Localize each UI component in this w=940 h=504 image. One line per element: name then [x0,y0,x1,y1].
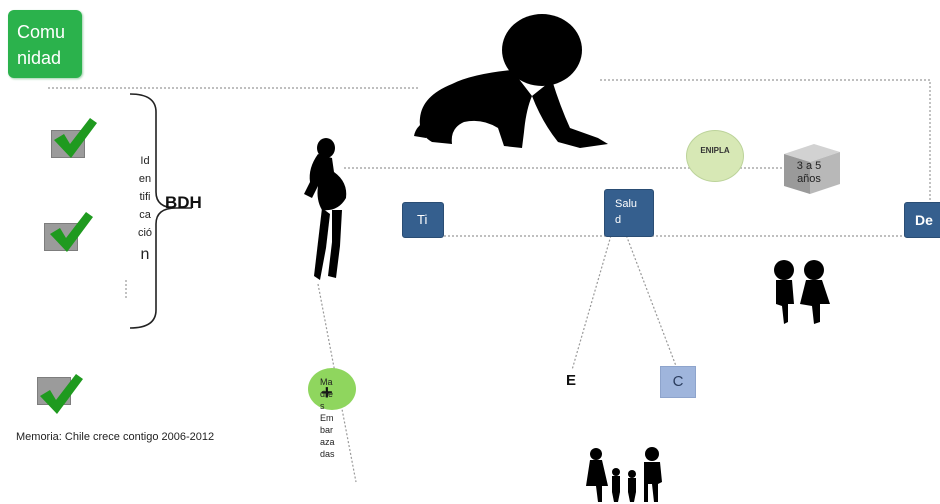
madres-line: dre [320,389,334,399]
checkmark-icon [54,118,97,158]
bdh-label: BDH [165,193,202,212]
family-silhouette [586,447,662,502]
baby-crawling-silhouette [414,14,608,148]
caption-memoria: Memoria: Chile crece contigo 2006-2012 [16,431,215,443]
gray-cube [784,144,840,194]
checkmark-icon [50,212,93,252]
enipla-node[interactable]: ENIPLA [686,130,744,182]
comunidad-label-2: nidad [17,48,62,68]
age-range-label: 3 a 5 años [784,160,834,186]
salud-node[interactable]: Salu d [604,189,654,237]
age-range-line: años [797,173,821,185]
madres-line: s [320,401,325,411]
madres-line: Ma [320,377,333,387]
children-couple-silhouette [774,260,830,324]
madres-embarazadas-node[interactable] [308,368,356,410]
age-range-line: 3 a 5 [796,160,822,172]
salud-line: d [615,214,622,226]
identificacion-label: Id en tifi ca ció n [134,152,156,264]
ident-line: ca [139,209,151,221]
ti-node[interactable]: Ti [402,202,444,238]
brace-bracket [129,93,192,329]
madres-line: bar [320,425,334,435]
ident-line: n [140,246,150,263]
ident-line: en [138,173,152,185]
de-node[interactable]: De [904,202,940,238]
pregnant-woman-silhouette [304,138,347,280]
comunidad-box[interactable]: Comu nidad [8,10,82,78]
plus-icon: + [321,382,333,404]
salud-line: Salu [615,198,638,210]
madres-line: das [320,449,335,459]
c-node[interactable]: C [660,366,696,398]
madres-line: Em [320,413,334,423]
ident-line: Id [140,155,150,167]
madres-line: aza [320,437,335,447]
comunidad-label-1: Comu [17,22,66,42]
e-node[interactable]: E [566,372,577,389]
madres-embarazadas-label: Ma dre s Em bar aza das [320,376,340,460]
checkmark-icon [40,374,83,414]
ident-line: tifi [139,191,151,203]
ident-line: ció [137,227,153,239]
